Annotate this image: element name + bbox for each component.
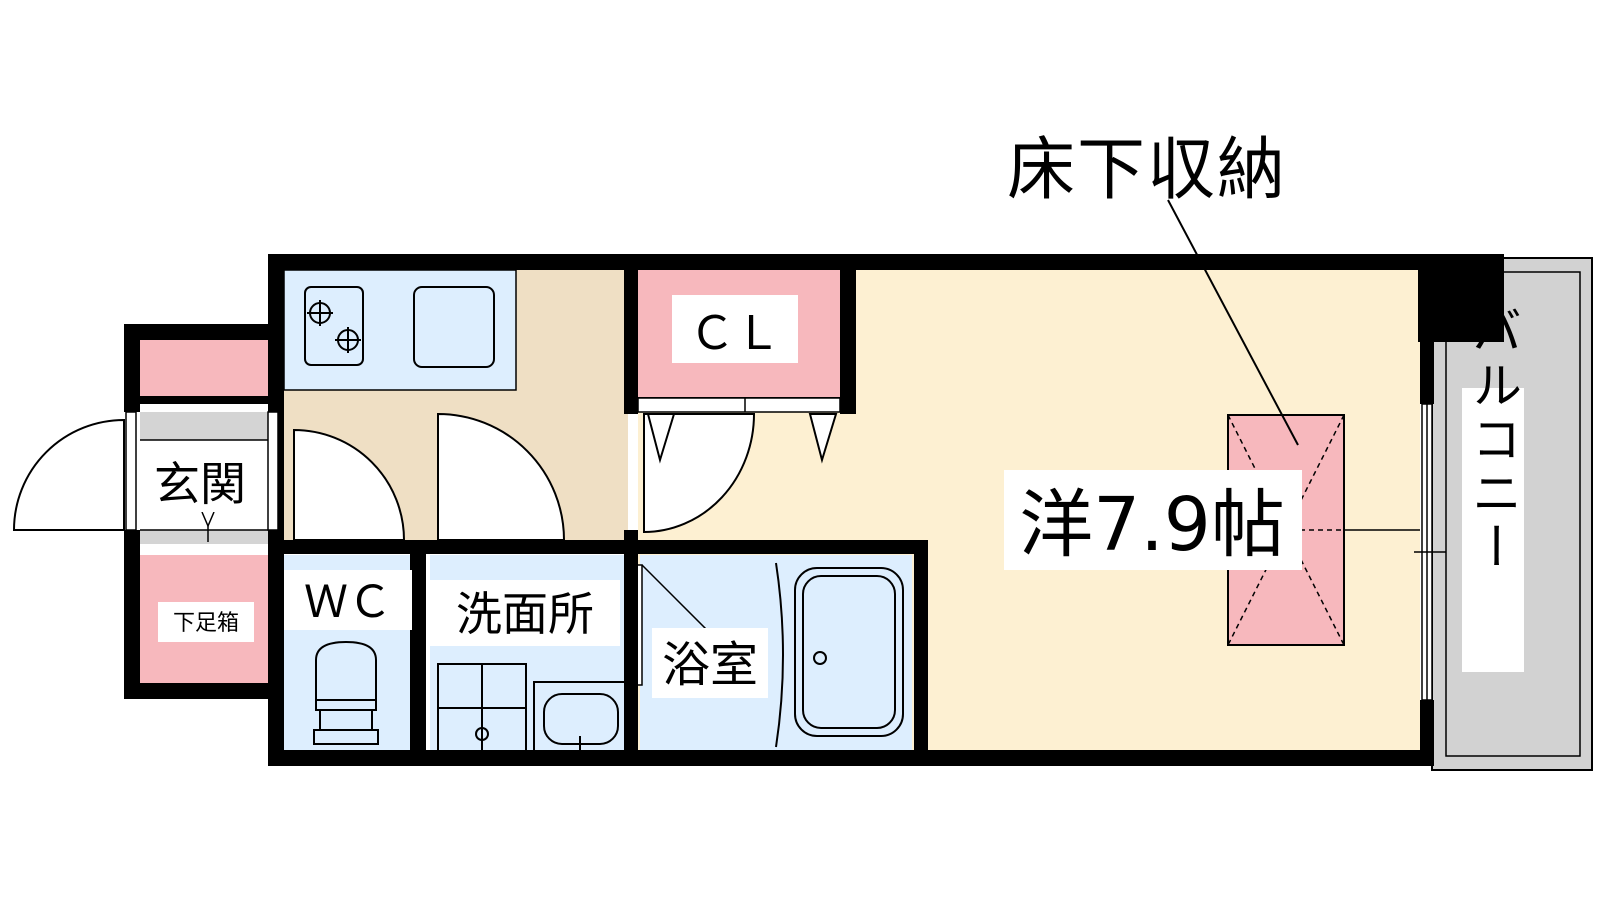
entrance-step-lower: [140, 530, 268, 544]
entrance-label: 玄関: [154, 457, 246, 511]
closet-door-marks: [646, 413, 838, 464]
wc-door: [293, 428, 406, 541]
wash-basin-fixture: [533, 681, 629, 753]
toilet-label: ＷＣ: [304, 577, 392, 628]
main-room-label: 洋7.9帖: [1019, 482, 1285, 568]
shoe-box-label: 下足箱: [173, 611, 239, 636]
balcony-label: バルコニー: [1464, 305, 1522, 575]
underfloor-storage-label: 床下収納: [1007, 131, 1287, 210]
washroom-label: 洗面所: [456, 587, 594, 641]
kitchen-sink: [413, 286, 495, 368]
room-door: [643, 413, 756, 534]
balcony-window: [1414, 403, 1446, 701]
bathroom-label: 浴室: [662, 637, 758, 693]
bathtub-fixture: [775, 562, 904, 748]
burner-icon: [307, 300, 361, 353]
entrance-door: [12, 418, 125, 531]
callout-leader-line: [1167, 199, 1299, 446]
stove: [304, 286, 364, 366]
shoe-storage-upper: [140, 340, 268, 396]
walls: [124, 254, 1504, 766]
entrance-step: [140, 412, 268, 440]
washing-machine-fixture: [437, 663, 527, 753]
entrance-step-marks: [140, 439, 268, 542]
washroom-door: [437, 412, 566, 541]
closet-label: ＣＬ: [689, 306, 781, 360]
toilet-fixture: [313, 640, 379, 745]
